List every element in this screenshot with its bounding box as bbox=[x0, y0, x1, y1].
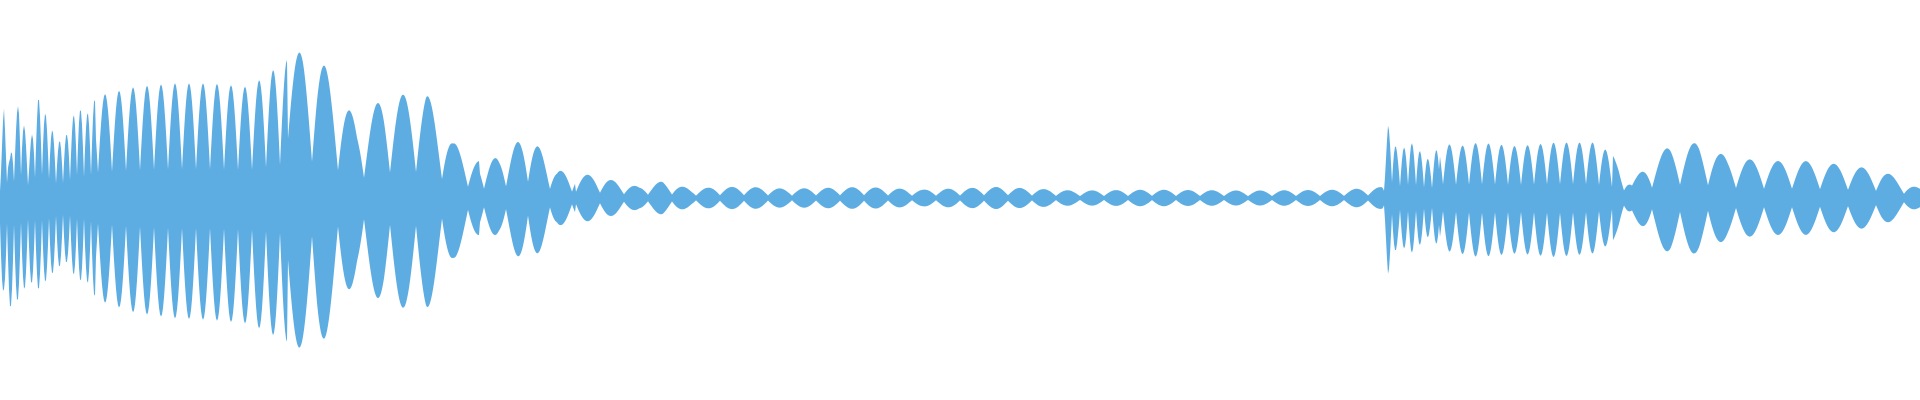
waveform-shape bbox=[0, 52, 1920, 348]
